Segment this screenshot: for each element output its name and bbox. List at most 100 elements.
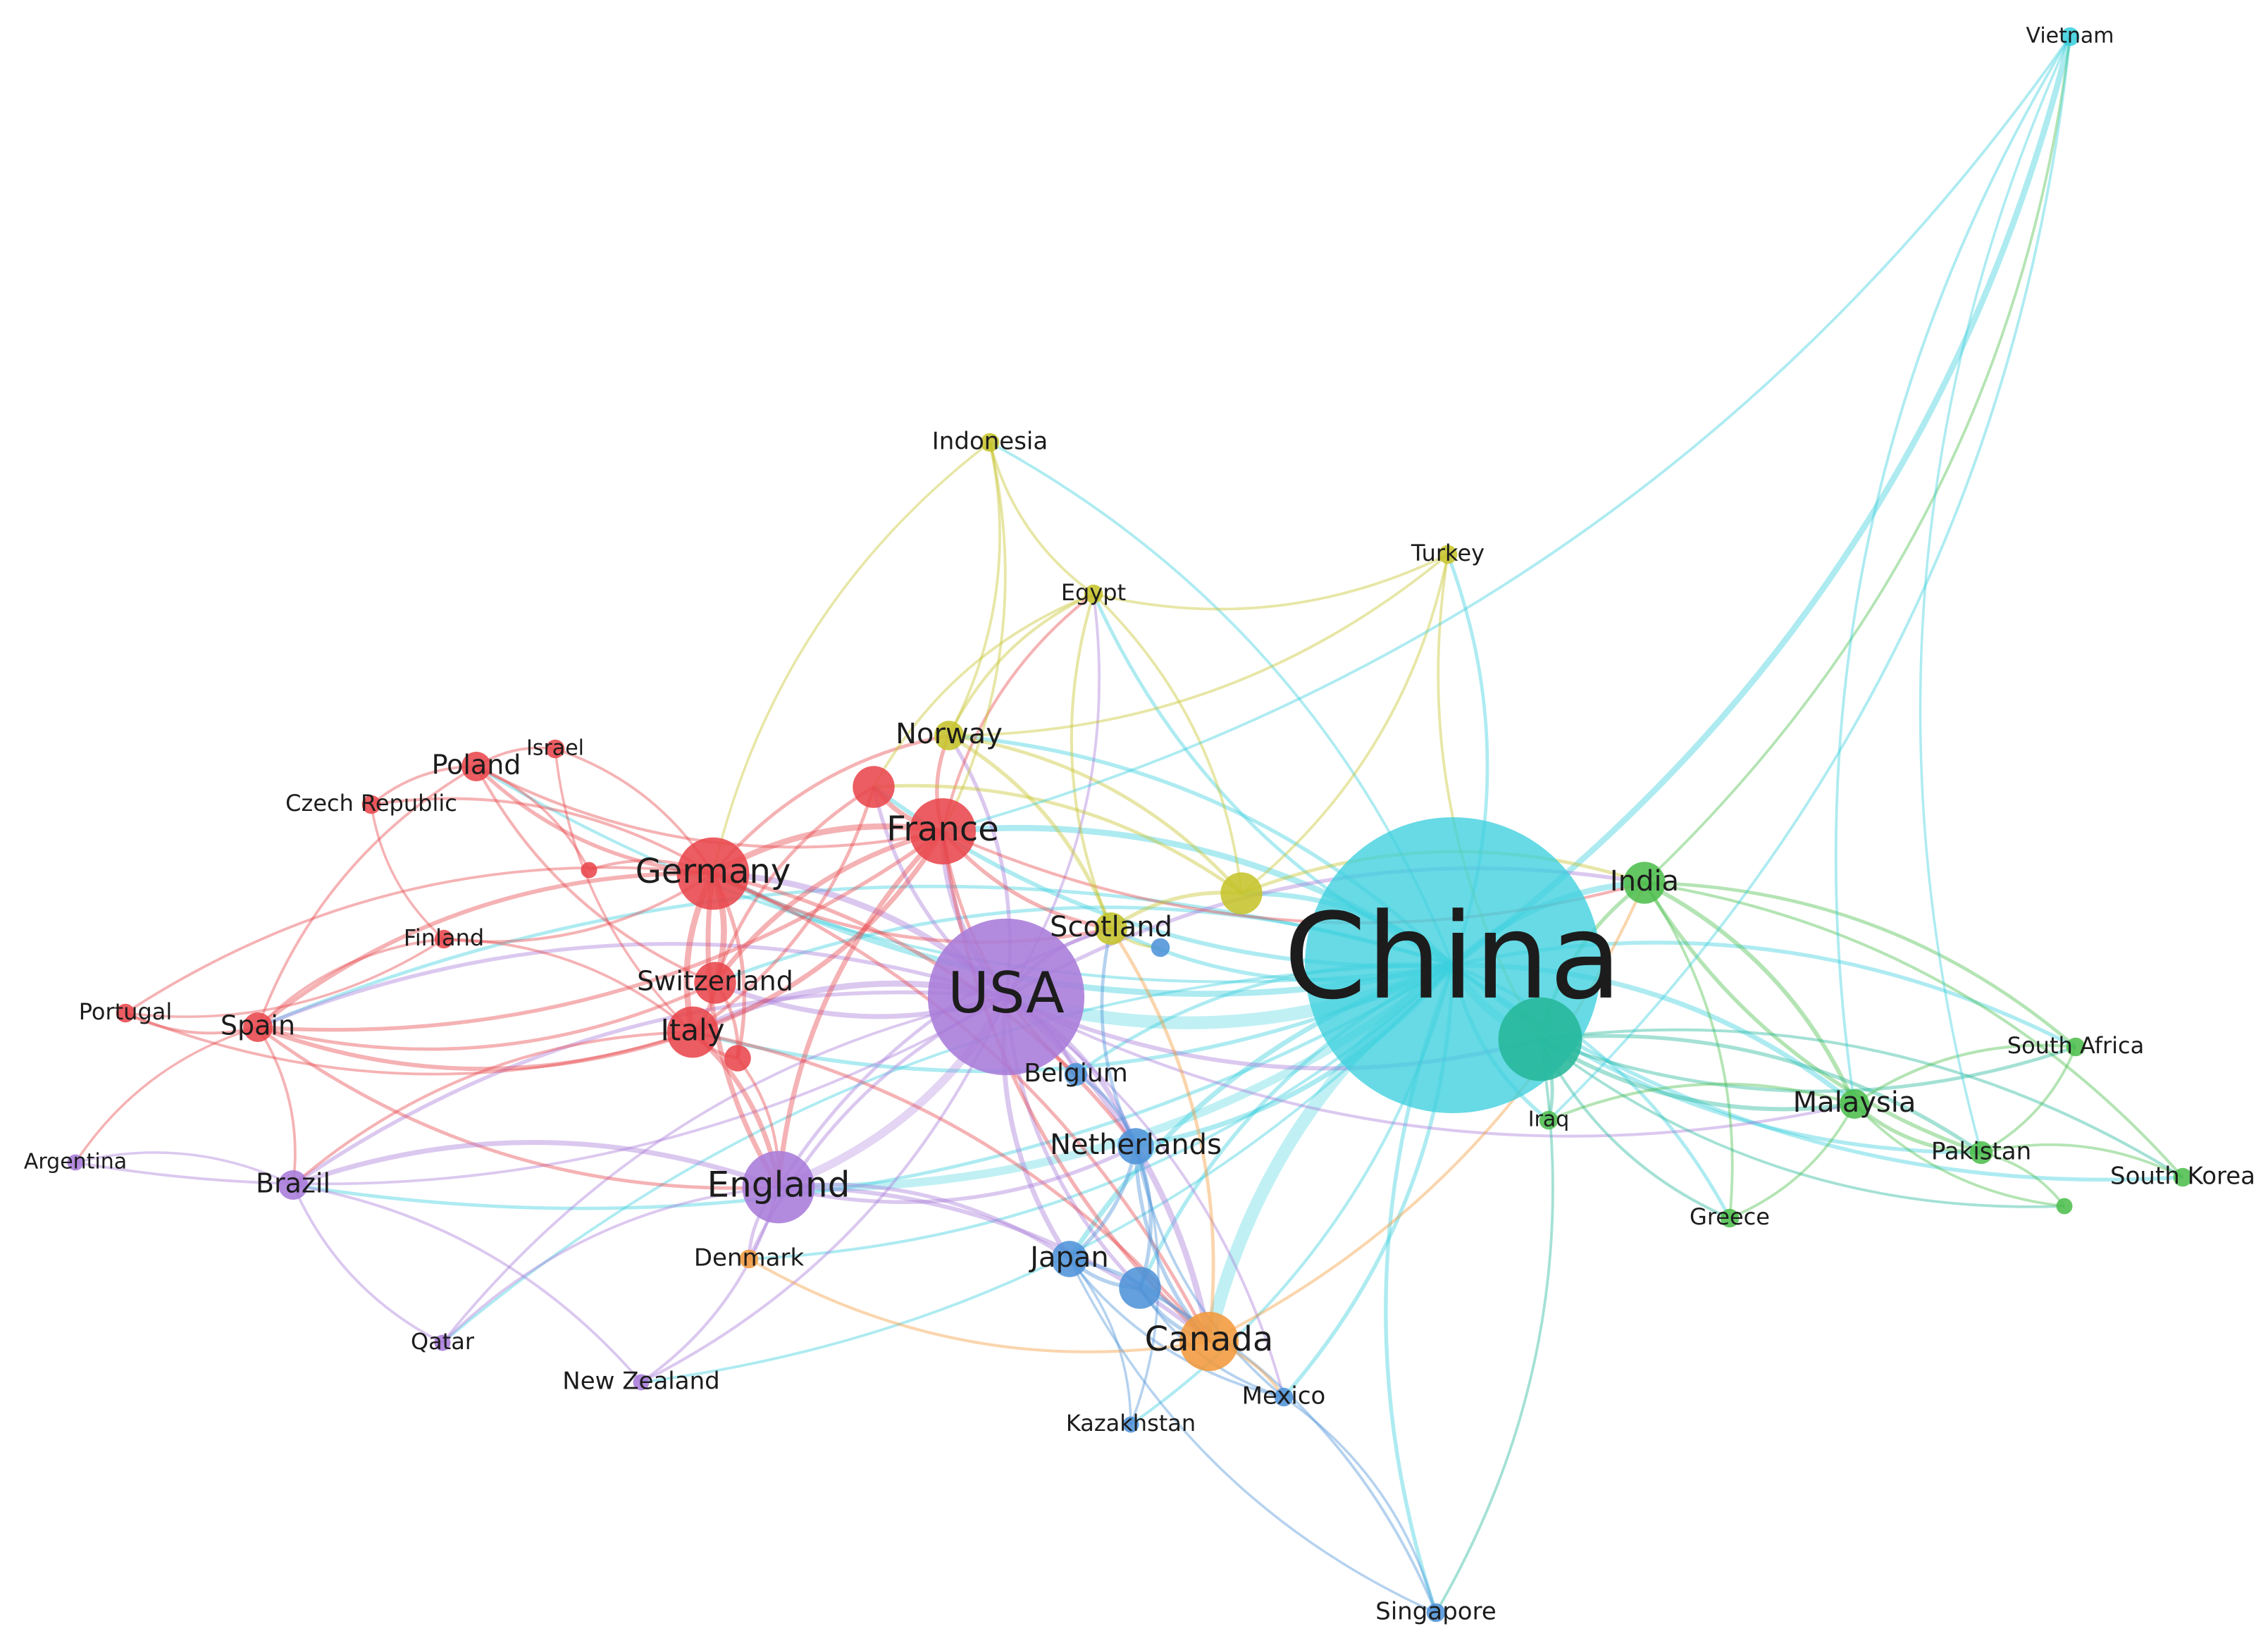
node-qatar[interactable] [434, 1334, 451, 1351]
node-red_a[interactable] [853, 766, 895, 808]
link-spain-brazil [256, 1026, 297, 1186]
node-belgium[interactable] [1064, 1062, 1088, 1086]
node-kazakhstan[interactable] [1122, 1416, 1139, 1433]
node-canada[interactable] [1179, 1312, 1239, 1371]
node-green_a[interactable] [2056, 1198, 2073, 1215]
link-finland-portugal [125, 938, 445, 1018]
label-portugal: Portugal [79, 998, 173, 1025]
node-indonesia[interactable] [980, 433, 1000, 452]
label-england: England [707, 1165, 850, 1205]
node-scotland[interactable] [1095, 912, 1127, 945]
label-canada: Canada [1145, 1320, 1274, 1359]
link-germany-poland [475, 765, 714, 876]
node-singapore[interactable] [1426, 1603, 1446, 1623]
node-japan[interactable] [1051, 1241, 1088, 1277]
link-spain-england [256, 1026, 779, 1190]
link-india-southkorea [1644, 881, 2184, 1179]
node-israel[interactable] [545, 739, 565, 759]
label-usa: USA [948, 960, 1065, 1026]
node-usa[interactable] [927, 918, 1085, 1076]
label-qatar: Qatar [411, 1328, 475, 1355]
node-argentina[interactable] [67, 1154, 84, 1171]
node-england[interactable] [742, 1150, 815, 1224]
link-malaysia-greece [1729, 1103, 1856, 1220]
link-france-switzerland [713, 829, 943, 985]
node-blue_a[interactable] [1119, 1267, 1161, 1309]
link-china-vietnam [1451, 35, 2074, 968]
link-scotland-egypt [1070, 593, 1113, 929]
label-india: India [1610, 865, 1679, 898]
node-pakistan[interactable] [1969, 1141, 1993, 1165]
link-germany-finland [443, 872, 714, 943]
label-belgium: Belgium [1024, 1059, 1128, 1088]
node-greece[interactable] [1720, 1208, 1740, 1228]
link-india-greece [1643, 881, 1734, 1219]
node-iraq[interactable] [1539, 1110, 1559, 1130]
node-red_b[interactable] [724, 1045, 751, 1072]
link-brazil-argentina [75, 1151, 294, 1186]
link-germany-czech [371, 797, 714, 875]
label-denmark: Denmark [694, 1244, 805, 1272]
link-germany-portugal [124, 866, 714, 1015]
link-pakistan-green_a [1981, 1151, 2066, 1208]
node-malaysia[interactable] [1840, 1089, 1869, 1119]
link-scotland-norway [948, 733, 1113, 929]
node-denmark[interactable] [739, 1249, 759, 1269]
link-china2-southafrica [1539, 1037, 2076, 1093]
node-finland[interactable] [434, 929, 454, 949]
node-yellow_a[interactable] [1220, 872, 1263, 914]
node-egypt[interactable] [1084, 584, 1103, 604]
node-poland[interactable] [461, 752, 491, 781]
node-blue_b[interactable] [1151, 938, 1170, 957]
node-italy[interactable] [667, 1006, 719, 1058]
label-spain: Spain [221, 1010, 295, 1041]
link-china2-green_a [1539, 1038, 2065, 1208]
link-germany-norway [712, 733, 950, 875]
link-france-egypt [941, 593, 1095, 832]
node-france[interactable] [910, 798, 976, 864]
link-spain-finland [256, 938, 445, 1029]
label-poland: Poland [432, 750, 521, 781]
node-red_c[interactable] [581, 862, 597, 879]
label-malaysia: Malaysia [1793, 1086, 1916, 1119]
node-portugal[interactable] [116, 1003, 135, 1023]
node-newzealand[interactable] [633, 1374, 650, 1391]
node-switzerland[interactable] [694, 962, 736, 1004]
node-southkorea[interactable] [2173, 1167, 2193, 1187]
node-spain[interactable] [243, 1012, 273, 1042]
link-japan-kazakhstan [1068, 1258, 1132, 1425]
label-scotland: Scotland [1050, 911, 1172, 943]
label-israel: Israel [526, 736, 584, 761]
node-china2[interactable] [1498, 997, 1582, 1081]
link-italy-finland [443, 938, 694, 1034]
network-edges [74, 35, 2184, 1614]
node-india[interactable] [1623, 862, 1666, 904]
label-finland: Finland [404, 924, 484, 951]
link-spain-argentina [74, 1026, 259, 1163]
label-iraq: Iraq [1528, 1108, 1570, 1132]
link-netherlands-mexico [1134, 1146, 1285, 1398]
node-vietnam[interactable] [2060, 27, 2080, 46]
link-italy-portugal [125, 1012, 693, 1076]
label-vietnam: Vietnam [2026, 24, 2114, 49]
link-usa-spain [256, 941, 1007, 1029]
node-norway[interactable] [934, 721, 964, 750]
label-singapore: Singapore [1375, 1598, 1496, 1626]
node-netherlands[interactable] [1117, 1128, 1154, 1165]
node-turkey[interactable] [1438, 545, 1458, 564]
node-germany[interactable] [676, 837, 750, 910]
node-brazil[interactable] [278, 1170, 308, 1200]
node-czech[interactable] [361, 795, 381, 814]
label-southafrica: South Africa [2007, 1032, 2144, 1059]
link-spain-switzerland [257, 981, 717, 1051]
label-argentina: Argentina [24, 1150, 127, 1174]
link-canada-denmark [748, 1258, 1210, 1353]
node-southafrica[interactable] [2066, 1037, 2086, 1057]
label-china: China [1284, 888, 1622, 1026]
link-singapore-japan [1068, 1258, 1437, 1614]
label-egypt: Egypt [1061, 579, 1126, 606]
link-norway-indonesia [948, 442, 1001, 736]
node-mexico[interactable] [1274, 1387, 1294, 1407]
label-mexico: Mexico [1242, 1382, 1326, 1410]
